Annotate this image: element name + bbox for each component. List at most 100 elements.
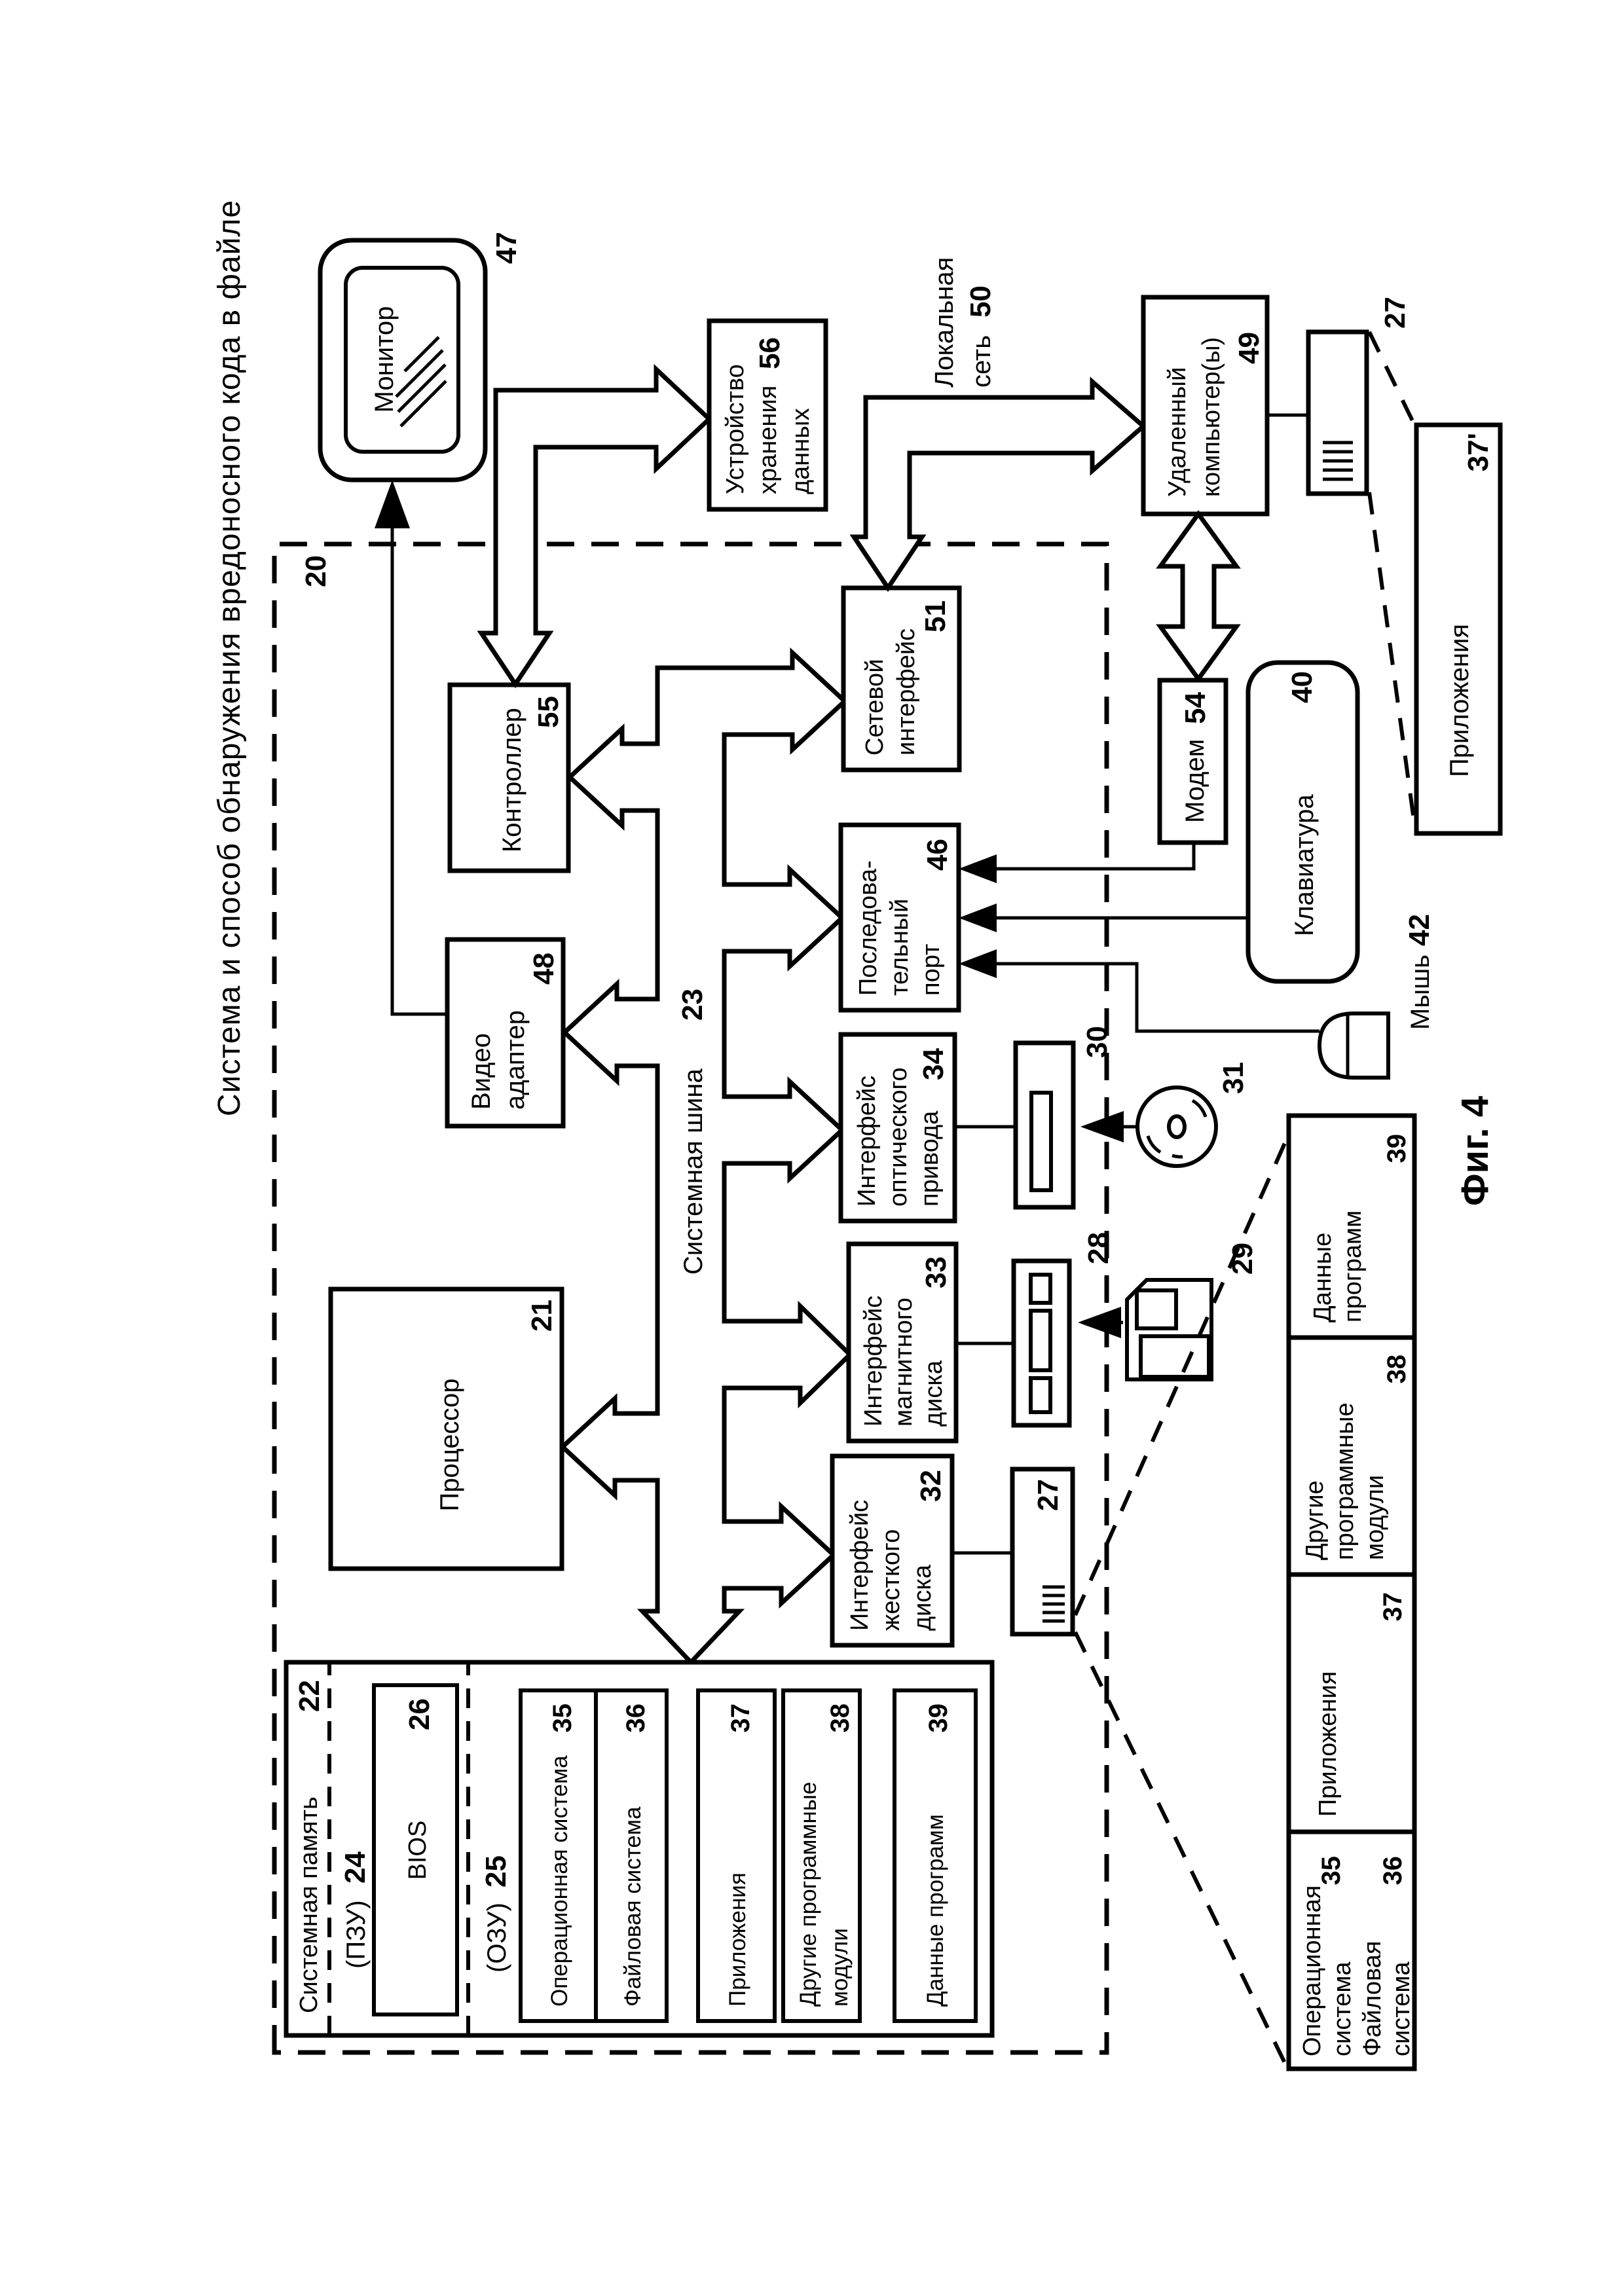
- processor-rect: [328, 1286, 564, 1571]
- floppy-drive-icon: 28: [956, 1232, 1115, 1428]
- system-memory-number: 22: [293, 1680, 325, 1712]
- optical-interface-number: 34: [917, 1048, 950, 1080]
- processor-box: Процессор 21: [328, 1286, 564, 1571]
- keyboard-to-serial-arrowhead: [959, 903, 997, 932]
- memory-fs-number: 36: [621, 1704, 650, 1733]
- ram-number: 25: [480, 1855, 512, 1887]
- memory-os-label: Операционная система: [547, 1755, 572, 2007]
- local-hard-disk-icon: 27: [952, 1467, 1075, 1637]
- remote-apps-fan-left: [1367, 492, 1417, 830]
- remote-apps-box: Приложения 37': [1367, 331, 1503, 836]
- expansion-apps-label: Приложения: [1314, 1671, 1342, 1817]
- hdd-interface-number: 32: [915, 1470, 947, 1502]
- optical-drive-number: 30: [1081, 1026, 1113, 1058]
- ram-label: (ОЗУ): [483, 1903, 511, 1973]
- video-adapter-line2: адаптер: [501, 1010, 530, 1110]
- floppy-disk-label-window: [1139, 1334, 1211, 1379]
- network-interface-number: 51: [919, 600, 951, 632]
- processor-label: Процессор: [435, 1379, 464, 1512]
- processor-number: 21: [526, 1300, 558, 1332]
- video-to-monitor-arrowhead: [375, 480, 410, 528]
- expansion-fs-line2: система: [1388, 1961, 1415, 2056]
- shine-line-3: [395, 349, 444, 398]
- controller-storage-arrow: [477, 363, 713, 689]
- network-interface-box: Сетевой интерфейс 51: [841, 585, 962, 773]
- video-to-monitor-line: [390, 492, 447, 1016]
- controller-label: Контроллер: [498, 708, 526, 852]
- system-memory-box: Системная память 22 (ПЗУ) 24 BIOS 26 (ОЗ…: [284, 1660, 995, 2038]
- monitor-number: 47: [490, 232, 523, 264]
- mouse-to-serial-arrowhead: [959, 949, 997, 978]
- expansion-data-line2: программ: [1339, 1211, 1367, 1322]
- memory-apps-number: 37: [726, 1704, 755, 1733]
- local-network-line1: Локальная: [930, 257, 959, 388]
- memory-os-number: 35: [548, 1704, 577, 1733]
- expansion-data-line1: Данные: [1309, 1233, 1337, 1322]
- storage-device-line3: данных: [787, 408, 815, 494]
- local-hard-disk-rect: [1010, 1467, 1075, 1637]
- hdd-interface-line2: жесткого: [877, 1529, 905, 1631]
- hdd-interface-box: Интерфейс жесткого диска 32: [830, 1453, 955, 1648]
- video-adapter-number: 48: [528, 953, 560, 985]
- monitor-shine-lines: [395, 336, 447, 428]
- mouse-body: [1317, 1011, 1390, 1080]
- memory-other-modules-number: 38: [826, 1704, 855, 1733]
- memory-other-modules-line1: Другие программные: [796, 1782, 821, 2007]
- serial-connections: [959, 843, 1320, 1033]
- floppy-disk-shutter: [1135, 1288, 1178, 1330]
- video-adapter-box: Видео адаптер 48: [445, 937, 566, 1129]
- hdd-interface-line1: Интерфейс: [846, 1500, 874, 1631]
- serial-port-line3: порт: [917, 944, 945, 996]
- storage-device-line2: хранения: [754, 386, 782, 494]
- expansion-os-number: 35: [1317, 1856, 1346, 1886]
- cd-disk-number: 31: [1217, 1062, 1249, 1094]
- lan-arrow: [849, 376, 1147, 592]
- monitor-icon: Монитор 47: [318, 232, 523, 483]
- storage-device-line1: Устройство: [722, 364, 749, 494]
- expansion-data-box: [1286, 1113, 1417, 1340]
- disk-contents-row: Операционная система 35 Файловая система…: [1286, 1113, 1417, 2071]
- video-adapter-rect: [445, 937, 566, 1129]
- expansion-os-line2: система: [1329, 1961, 1356, 2056]
- remote-apps-fan-right: [1367, 331, 1417, 428]
- figure-caption: Фиг. 4: [1454, 1096, 1496, 1206]
- network-interface-line1: Сетевой: [861, 659, 889, 756]
- cd-arc-3: [1191, 1099, 1208, 1118]
- computer-dashed-box: 20: [272, 541, 1109, 2055]
- remote-apps-number: 37': [1462, 433, 1494, 471]
- system-memory-label: Системная память: [295, 1796, 323, 2013]
- expansion-os-line1: Операционная: [1299, 1886, 1326, 2056]
- serial-port-number: 46: [921, 839, 953, 871]
- magnetic-interface-line2: магнитного: [890, 1298, 917, 1427]
- optical-interface-line3: привода: [916, 1110, 944, 1207]
- remote-apps-label: Приложения: [1445, 624, 1474, 777]
- expansion-fs-number: 36: [1378, 1856, 1407, 1886]
- modem-to-serial-arrowhead: [959, 854, 997, 883]
- disk-expansion-fan-left: [1073, 1631, 1287, 2064]
- cd-arc-1: [1146, 1135, 1162, 1154]
- magnetic-interface-number: 33: [920, 1256, 952, 1288]
- disk-expansion-fan-right: [1073, 1136, 1289, 1616]
- magnetic-interface-line3: диска: [920, 1360, 948, 1427]
- mouse-to-serial-line: [970, 962, 1320, 1033]
- serial-port-line1: Последова-: [855, 860, 882, 996]
- mouse-icon: Мышь 42: [1317, 914, 1435, 1080]
- rom-label: (ПЗУ): [342, 1900, 371, 1969]
- remote-disk-number: 27: [1379, 297, 1411, 329]
- keyboard-label: Клавиатура: [1290, 794, 1319, 936]
- optical-interface-box: Интерфейс оптического привода 34: [838, 1032, 957, 1224]
- controller-rect: [447, 682, 571, 873]
- remote-apps-rect: [1414, 422, 1503, 836]
- computer-number: 20: [300, 555, 332, 587]
- cd-insert-arrowhead: [1080, 1111, 1124, 1142]
- mouse-number: 42: [1403, 914, 1435, 946]
- modem-to-serial-line: [970, 843, 1196, 871]
- memory-program-data-number: 39: [924, 1704, 953, 1733]
- shine-line-4: [403, 336, 440, 373]
- system-bus-number: 23: [676, 989, 709, 1021]
- local-network-number: 50: [965, 285, 997, 318]
- remote-computer-line1: Удаленный: [1164, 367, 1191, 497]
- bios-number: 26: [403, 1698, 435, 1730]
- cd-hole: [1167, 1114, 1187, 1139]
- shine-line-2: [397, 363, 447, 413]
